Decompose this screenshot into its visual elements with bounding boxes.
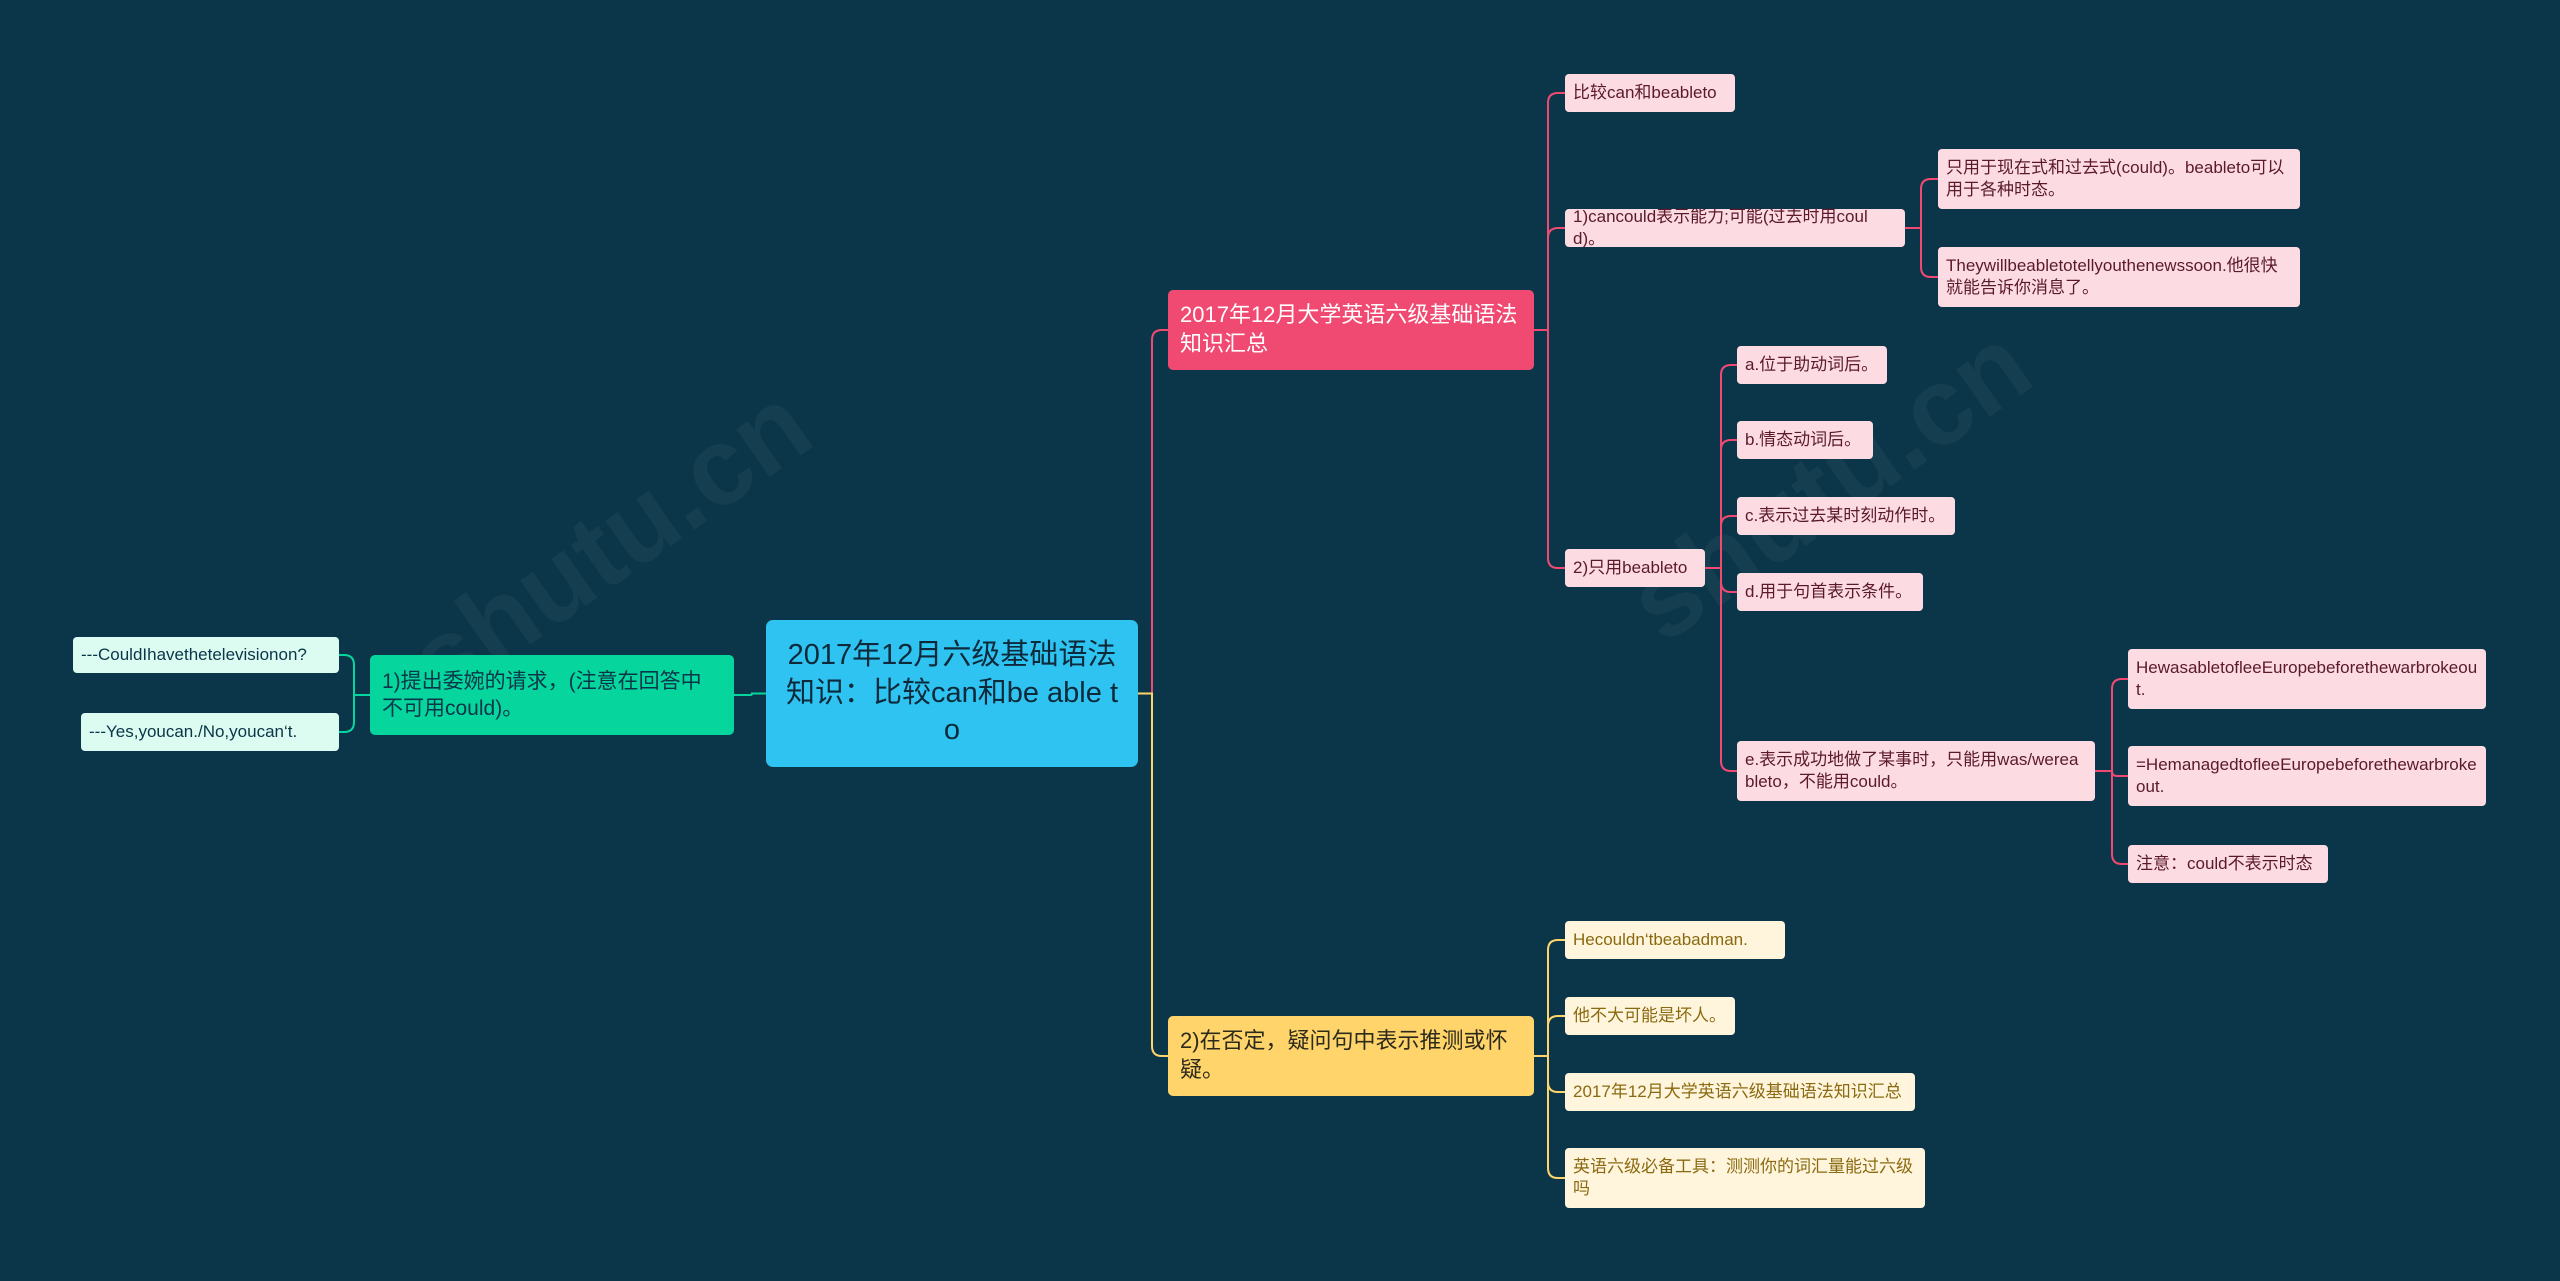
leaf-label: 英语六级必备工具：测测你的词汇量能过六级吗 <box>1573 1156 1913 1198</box>
connector-leaf-vocab-tool <box>1534 1055 1565 1179</box>
leaf-vocab-tool[interactable]: 英语六级必备工具：测测你的词汇量能过六级吗 <box>1565 1148 1925 1208</box>
leaf-label: d.用于句首表示条件。 <box>1745 581 1913 601</box>
connector-leaf-rule-a <box>1705 364 1737 569</box>
connector-subtopic-compare <box>1534 92 1565 331</box>
connector-leaf-question-example <box>339 654 370 696</box>
connector-subtopic-can-could-ability <box>1534 227 1565 331</box>
connector-leaf-example-flee <box>2095 678 2128 772</box>
leaf-example-flee[interactable]: HewasabletofleeEuropebeforethewarbrokeou… <box>2128 649 2486 709</box>
connector-leaf-answer-example <box>339 694 370 733</box>
leaf-rule-d[interactable]: d.用于句首表示条件。 <box>1737 573 1923 611</box>
branch-grammar-summary[interactable]: 2017年12月大学英语六级基础语法知识汇总 <box>1168 290 1534 370</box>
branch-polite-request[interactable]: 1)提出委婉的请求，(注意在回答中不可用could)。 <box>370 655 734 735</box>
leaf-label: b.情态动词后。 <box>1745 429 1862 449</box>
leaf-tense-note[interactable]: 只用于现在式和过去式(could)。beableto可以用于各种时态。 <box>1938 149 2300 209</box>
connector-leaf-rule-e <box>1705 567 1737 772</box>
connector-leaf-rule-c <box>1705 515 1737 569</box>
leaf-label: =HemanagedtofleeEuropebeforethewarbrokeo… <box>2136 754 2477 796</box>
leaf-summary-link[interactable]: 2017年12月大学英语六级基础语法知识汇总 <box>1565 1073 1915 1111</box>
connector-branch-polite-request <box>734 692 766 696</box>
leaf-rule-c[interactable]: c.表示过去某时刻动作时。 <box>1737 497 1955 535</box>
subtopic-can-could-ability[interactable]: 1)cancould表示能力;可能(过去时用could)。 <box>1565 206 1905 248</box>
connector-branch-grammar-summary <box>1138 329 1168 695</box>
subtopic-label: 1)cancould表示能力;可能(过去时用could)。 <box>1573 206 1868 248</box>
leaf-label: c.表示过去某时刻动作时。 <box>1745 505 1946 525</box>
connector-leaf-translation <box>1534 1015 1565 1057</box>
connector-subtopic-only-be-able-to <box>1534 329 1565 569</box>
leaf-example-managed[interactable]: =HemanagedtofleeEuropebeforethewarbrokeo… <box>2128 746 2486 806</box>
branch-negation-question[interactable]: 2)在否定，疑问句中表示推测或怀疑。 <box>1168 1016 1534 1096</box>
subtopic-only-be-able-to[interactable]: 2)只用beableto <box>1565 549 1705 587</box>
subtopic-compare[interactable]: 比较can和beableto <box>1565 74 1735 112</box>
branch-label: 2)在否定，疑问句中表示推测或怀疑。 <box>1180 1028 1508 1082</box>
leaf-rule-a[interactable]: a.位于助动词后。 <box>1737 346 1887 384</box>
branch-label: 2017年12月大学英语六级基础语法知识汇总 <box>1180 302 1518 356</box>
root-topic[interactable]: 2017年12月六级基础语法知识：比较can和be able to <box>766 620 1138 767</box>
subtopic-label: 比较can和beableto <box>1573 82 1717 102</box>
leaf-label: ---CouldIhavethetelevisionon? <box>81 644 307 664</box>
leaf-label: ---Yes,youcan./No,youcan‘t. <box>89 721 298 741</box>
leaf-rule-b[interactable]: b.情态动词后。 <box>1737 421 1873 459</box>
leaf-label: Hecouldn‘tbeabadman. <box>1573 929 1748 949</box>
connector-leaf-rule-b <box>1705 439 1737 569</box>
connector-leaf-note-could <box>2095 770 2128 865</box>
connector-leaf-tense-note <box>1905 178 1938 229</box>
leaf-couldnt-example[interactable]: Hecouldn‘tbeabadman. <box>1565 921 1785 959</box>
leaf-label: 他不大可能是坏人。 <box>1573 1005 1726 1025</box>
connector-leaf-couldnt-example <box>1534 939 1565 1057</box>
connector-branch-negation-question <box>1138 692 1168 1057</box>
connector-leaf-example-sentence <box>1905 227 1938 278</box>
leaf-label: e.表示成功地做了某事时，只能用was/wereableto，不能用could。 <box>1745 749 2079 791</box>
branch-label: 1)提出委婉的请求，(注意在回答中不可用could)。 <box>382 669 702 720</box>
leaf-label: Theywillbeabletotellyouthenewssoon.他很快就能… <box>1946 255 2278 297</box>
leaf-translation[interactable]: 他不大可能是坏人。 <box>1565 997 1735 1035</box>
leaf-rule-e[interactable]: e.表示成功地做了某事时，只能用was/wereableto，不能用could。 <box>1737 741 2095 801</box>
leaf-label: HewasabletofleeEuropebeforethewarbrokeou… <box>2136 657 2478 699</box>
leaf-label: 只用于现在式和过去式(could)。beableto可以用于各种时态。 <box>1946 157 2285 199</box>
leaf-question-example[interactable]: ---CouldIhavethetelevisionon? <box>73 637 339 673</box>
leaf-note-could[interactable]: 注意：could不表示时态 <box>2128 845 2328 883</box>
connector-leaf-summary-link <box>1534 1055 1565 1093</box>
root-topic-label: 2017年12月六级基础语法知识：比较can和be able to <box>785 638 1118 747</box>
leaf-example-sentence[interactable]: Theywillbeabletotellyouthenewssoon.他很快就能… <box>1938 247 2300 307</box>
leaf-label: 注意：could不表示时态 <box>2136 853 2313 873</box>
leaf-label: 2017年12月大学英语六级基础语法知识汇总 <box>1573 1081 1902 1101</box>
leaf-label: a.位于助动词后。 <box>1745 354 1879 374</box>
subtopic-label: 2)只用beableto <box>1573 557 1688 577</box>
leaf-answer-example[interactable]: ---Yes,youcan./No,youcan‘t. <box>81 713 339 751</box>
